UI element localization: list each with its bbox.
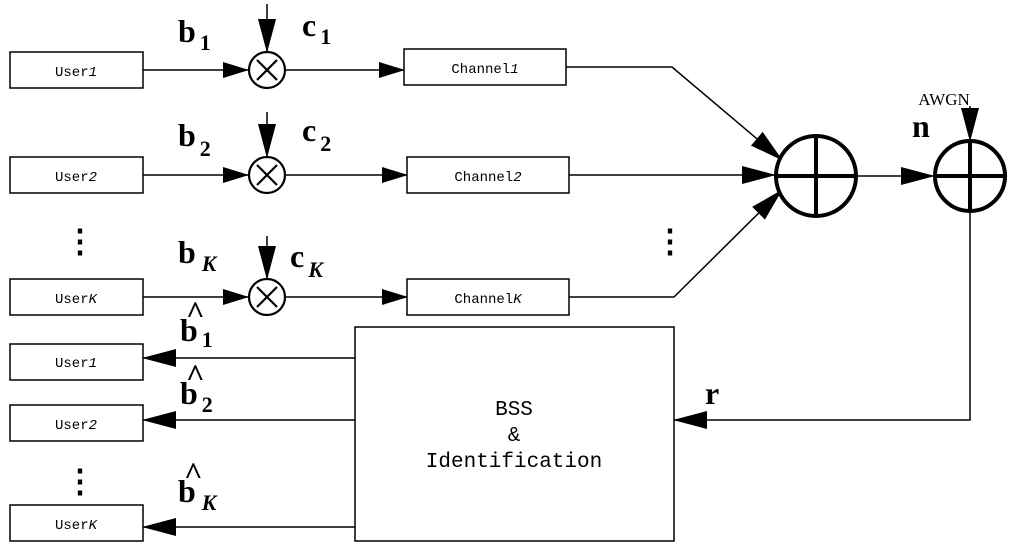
user-1-source-box bbox=[9, 51, 144, 89]
bss-identification-box bbox=[354, 326, 675, 542]
channel-1-box bbox=[403, 48, 567, 86]
channel-k-box bbox=[406, 278, 570, 316]
user-2-source-label: User2 bbox=[55, 170, 97, 186]
output-ellipsis-icon: ⋮ bbox=[64, 463, 96, 499]
channel-1-label: Channel1 bbox=[451, 62, 518, 78]
user-1-source-label: User1 bbox=[55, 65, 97, 81]
multiplier-2-icon bbox=[247, 155, 287, 195]
bss-label: BSS bbox=[495, 399, 533, 422]
source-ellipsis-icon: ⋮ bbox=[64, 223, 96, 259]
channel-sum-icon bbox=[774, 134, 858, 218]
channel-1-to-sum-arrow bbox=[566, 66, 783, 161]
user-k-output-box bbox=[9, 504, 144, 542]
multiplier-1-icon bbox=[247, 50, 287, 90]
hat-b1-icon: ^ bbox=[186, 294, 205, 330]
user-k-source-label: UserK bbox=[55, 292, 98, 308]
identification-label: Identification bbox=[426, 451, 602, 474]
user-2-output-label: User2 bbox=[55, 418, 97, 434]
symbol-r: r bbox=[705, 375, 719, 411]
channel-k-label: ChannelK bbox=[454, 292, 522, 308]
noise-sum-icon bbox=[933, 139, 1007, 213]
user-2-output-box bbox=[9, 404, 144, 442]
awgn-label: AWGN bbox=[918, 90, 970, 109]
channel-2-label: Channel2 bbox=[454, 170, 521, 186]
received-signal-arrow bbox=[673, 211, 971, 429]
channel-k-to-sum-arrow bbox=[569, 189, 783, 298]
user-1-output-box bbox=[9, 343, 144, 381]
channel-ellipsis-icon: ⋮ bbox=[654, 223, 686, 259]
multiplier-k-icon bbox=[247, 277, 287, 317]
symbol-n: n bbox=[912, 108, 930, 144]
hat-b2-icon: ^ bbox=[186, 357, 205, 393]
hat-bk-icon: ^ bbox=[184, 455, 203, 491]
user-k-output-label: UserK bbox=[55, 518, 98, 534]
bss-ampersand: & bbox=[508, 425, 521, 448]
user-1-output-label: User1 bbox=[55, 356, 97, 372]
